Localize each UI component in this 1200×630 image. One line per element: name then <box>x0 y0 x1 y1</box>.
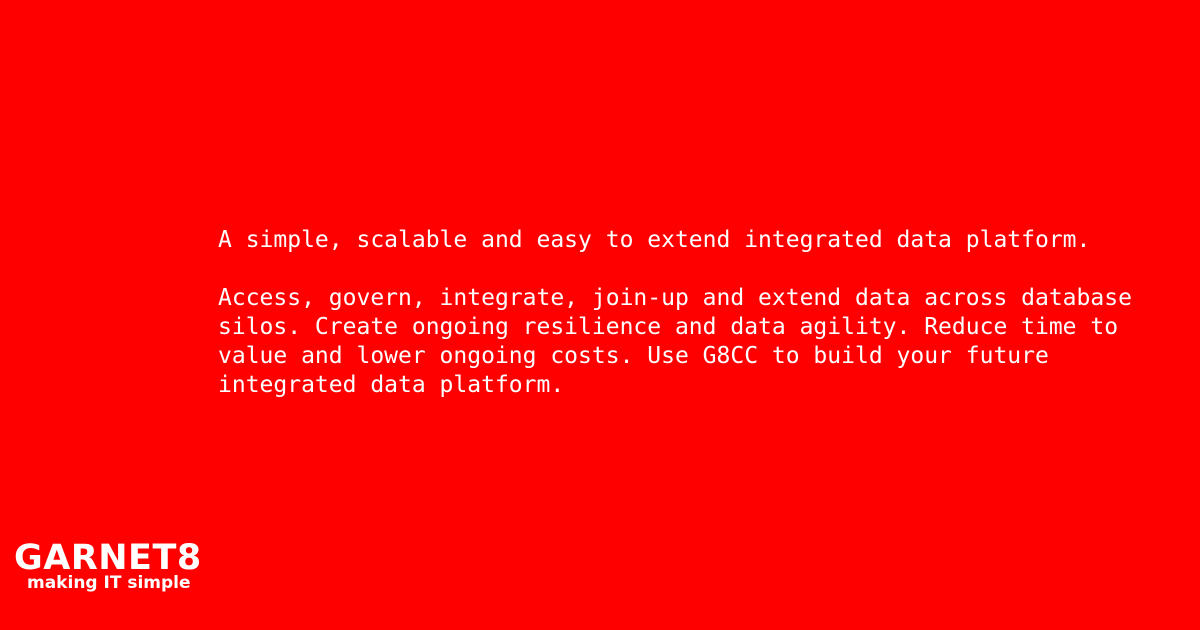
logo-slogan: making IT simple <box>27 573 191 593</box>
tagline: A simple, scalable and easy to extend in… <box>218 227 1091 253</box>
description: Access, govern, integrate, join-up and e… <box>218 285 1132 398</box>
garnet8-logo: GARNET8 making IT simple <box>14 539 204 595</box>
logo-wordmark: GARNET8 <box>14 538 202 578</box>
hero-copy: A simple, scalable and easy to extend in… <box>218 226 1158 400</box>
